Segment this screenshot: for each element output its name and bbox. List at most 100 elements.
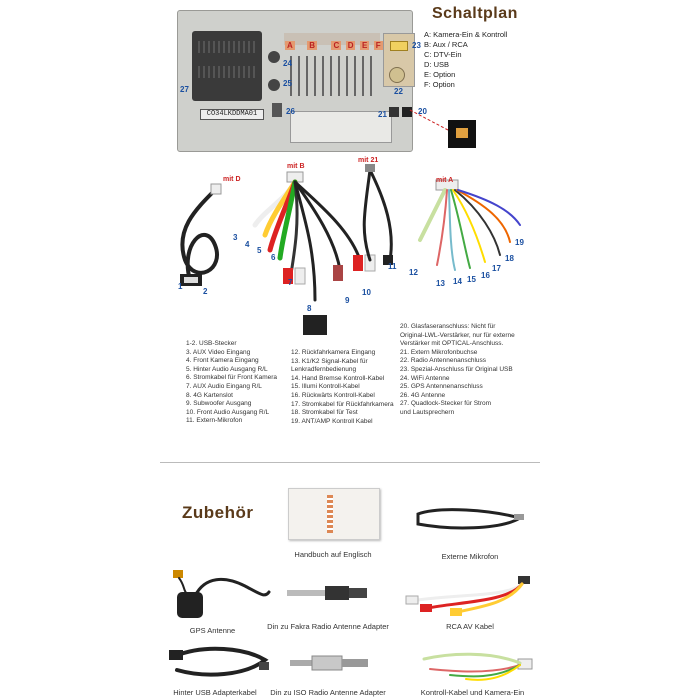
desc-16: 16. Rückwärts Kontroll-Kabel bbox=[291, 391, 375, 399]
unit-code-label: CO34LKDDMA01 bbox=[200, 109, 264, 120]
desc-3: 3. AUX Video Eingang bbox=[186, 348, 251, 356]
port-number-26: 26 bbox=[286, 107, 295, 116]
desc-10: 10. Front Audio Ausgang R/L bbox=[186, 408, 270, 416]
cable-number-15: 15 bbox=[467, 275, 476, 284]
desc-24: 24. WiFi Antenne bbox=[400, 374, 450, 382]
desc-27-cont: und Lautsprechern bbox=[400, 408, 455, 416]
caption-fakra-adapter: Din zu Fakra Radio Antenne Adapter bbox=[267, 622, 389, 631]
desc-27: 27. Quadlock-Stecker für Strom bbox=[400, 400, 492, 408]
desc-20: 20. Glasfaseranschluss: Nicht für bbox=[400, 323, 496, 330]
desc-17: 17. Stromkabel für Rückfahrkamera bbox=[291, 400, 394, 408]
desc-9: 9. Subwoofer Ausgang bbox=[186, 400, 252, 408]
description-column-3: 20. Glasfaseranschluss: Nicht für Origin… bbox=[400, 323, 535, 418]
optical-port bbox=[402, 107, 412, 117]
description-column-2: 12. Rückfahrkamera Eingang 13. K1/K2 Sig… bbox=[291, 349, 399, 426]
optical-port-callout bbox=[409, 109, 476, 148]
port-number-25: 25 bbox=[283, 79, 292, 88]
gps-antenna-image bbox=[173, 570, 271, 618]
microphone-image bbox=[416, 508, 524, 530]
desc-6: 6. Stromkabel für Front Kamera bbox=[186, 374, 278, 382]
port-letter-e: E bbox=[359, 41, 370, 50]
legend-d: D: USB bbox=[424, 60, 450, 69]
description-column-1: 1-2. USB-Stecker 3. AUX Video Eingang 4.… bbox=[186, 340, 286, 426]
cable-number-1: 1 bbox=[178, 282, 183, 291]
legend-a: A: Kamera-Ein & Kontroll bbox=[424, 30, 508, 39]
group-label-mit-21: mit 21 bbox=[358, 157, 379, 164]
group-label-mit-a: mit A bbox=[436, 177, 454, 184]
desc-4: 4. Front Kamera Eingang bbox=[186, 357, 259, 365]
caption-gps-antenne: GPS Antenne bbox=[189, 626, 236, 635]
usb-adapter-cable-image bbox=[169, 646, 269, 677]
cable-number-7: 7 bbox=[288, 278, 293, 287]
port-legend: A: Kamera-Ein & Kontroll B: Aux / RCA C:… bbox=[424, 30, 507, 90]
port-letter-b: B bbox=[307, 41, 318, 50]
gps-antenna-port bbox=[268, 79, 280, 91]
desc-11: 11. Extern-Mikrofon bbox=[186, 417, 243, 425]
desc-20-cont-1: Original-LWL-Verstärker, nur für externe bbox=[400, 331, 515, 339]
port-number-21: 21 bbox=[378, 110, 387, 119]
desc-21: 21. Extern Mikrofonbuchse bbox=[400, 348, 478, 356]
port-number-27: 27 bbox=[180, 85, 189, 94]
port-number-23: 23 bbox=[412, 41, 421, 50]
port-letter-c: C bbox=[331, 41, 342, 50]
cable-number-3: 3 bbox=[233, 233, 238, 242]
radio-antenna-port bbox=[389, 67, 405, 83]
caption-iso-adapter: Din zu ISO Radio Antenne Adapter bbox=[270, 688, 386, 697]
cable-number-10: 10 bbox=[362, 288, 371, 297]
desc-22: 22. Radio Antennenanschluss bbox=[400, 357, 487, 365]
vent-grille bbox=[290, 56, 378, 96]
cable-number-14: 14 bbox=[453, 277, 462, 286]
cable-number-13: 13 bbox=[436, 279, 445, 288]
caption-handbuch: Handbuch auf Englisch bbox=[294, 550, 372, 559]
legend-c: C: DTV-Ein bbox=[424, 50, 462, 59]
rca-av-cable-image bbox=[405, 576, 530, 616]
fakra-adapter-image bbox=[287, 586, 367, 600]
port-letter-f: F bbox=[373, 41, 383, 50]
microphone-jack bbox=[389, 107, 399, 117]
group-label-mit-d: mit D bbox=[223, 176, 241, 183]
legend-f: F: Option bbox=[424, 80, 455, 89]
desc-7: 7. AUX Audio Eingang R/L bbox=[186, 382, 262, 390]
group-label-mit-b: mit B bbox=[287, 163, 305, 170]
cable-number-17: 17 bbox=[492, 264, 501, 273]
cable-number-18: 18 bbox=[505, 254, 514, 263]
control-cable-drawing bbox=[418, 179, 521, 271]
zubehoer-title: Zubehör bbox=[182, 503, 254, 522]
desc-12: 12. Rückfahrkamera Eingang bbox=[291, 349, 376, 356]
cable-number-6: 6 bbox=[271, 253, 276, 262]
cable-number-16: 16 bbox=[481, 271, 490, 280]
desc-13: 13. K1/K2 Signal-Kabel für bbox=[291, 357, 368, 365]
cable-number-19: 19 bbox=[515, 238, 524, 247]
schaltplan-title: Schaltplan bbox=[432, 5, 518, 22]
caption-usb-adapterkabel: Hinter USB Adapterkabel bbox=[173, 688, 257, 697]
port-number-24: 24 bbox=[283, 59, 292, 68]
desc-23: 23. Spezial-Anschluss für Original USB bbox=[400, 365, 513, 373]
warning-sticker bbox=[290, 111, 392, 143]
cable-number-2: 2 bbox=[203, 287, 208, 296]
desc-18: 18. Stromkabel für Test bbox=[291, 409, 358, 417]
desc-13-cont: Lenkradfernbedienung bbox=[291, 366, 357, 374]
usb-port bbox=[390, 41, 408, 51]
caption-rca-av-kabel: RCA AV Kabel bbox=[446, 622, 494, 631]
port-letter-d: D bbox=[345, 41, 356, 50]
desc-1-2: 1-2. USB-Stecker bbox=[186, 340, 237, 347]
port-number-22: 22 bbox=[394, 87, 403, 96]
cable-number-8: 8 bbox=[307, 304, 312, 313]
caption-kontroll-kabel: Kontroll-Kabel und Kamera-Ein bbox=[420, 688, 525, 697]
desc-25: 25. GPS Antennenanschluss bbox=[400, 383, 483, 391]
manual-image bbox=[288, 488, 380, 540]
port-letters: A B C D E F bbox=[285, 35, 383, 53]
cable-number-9: 9 bbox=[345, 296, 350, 305]
cable-number-12: 12 bbox=[409, 268, 418, 277]
section-divider bbox=[160, 462, 540, 463]
port-number-20: 20 bbox=[418, 107, 427, 116]
desc-14: 14. Hand Bremse Kontroll-Kabel bbox=[291, 374, 385, 382]
desc-26: 26. 4G Antenne bbox=[400, 391, 446, 399]
desc-5: 5. Hinter Audio Ausgang R/L bbox=[186, 365, 268, 373]
cable-diagram bbox=[180, 164, 521, 335]
wifi-antenna-port bbox=[268, 51, 280, 63]
cable-number-5: 5 bbox=[257, 246, 262, 255]
control-camera-cable-image bbox=[422, 652, 533, 681]
desc-15: 15. Illumi Kontroll-Kabel bbox=[291, 383, 360, 391]
desc-8: 8. 4G Kartenslot bbox=[186, 391, 233, 399]
